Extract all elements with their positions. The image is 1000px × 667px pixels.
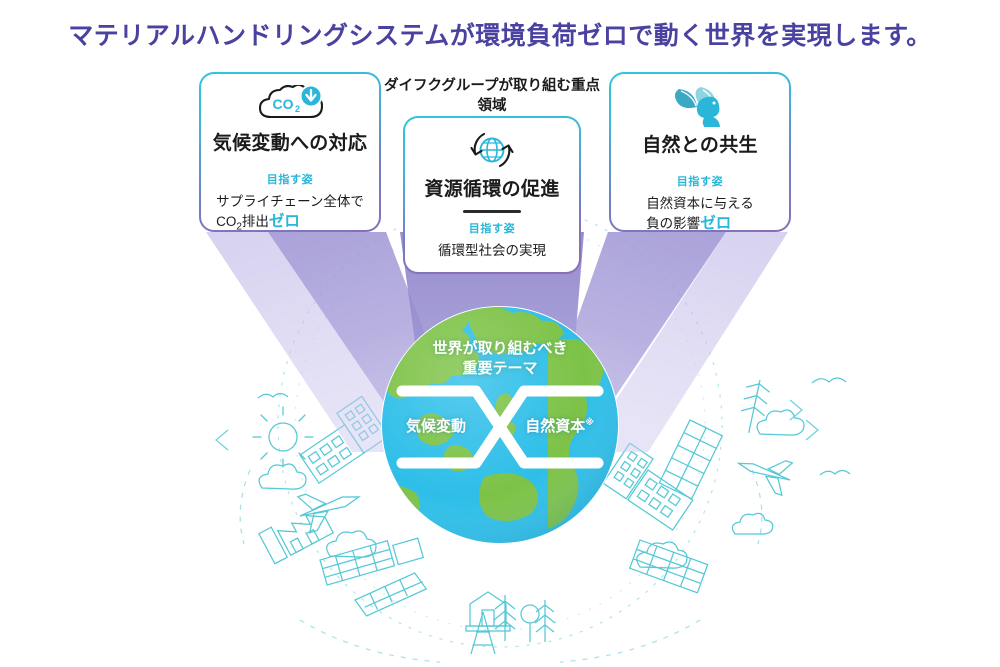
center-section-heading: ダイフクグループが取り組む重点領域 — [383, 78, 601, 115]
zero-highlight-nature: ゼロ — [700, 215, 732, 233]
card-resource-circulation[interactable]: 資源循環の促進 目指す姿 循環型社会の実現 — [403, 116, 581, 274]
card-kicker-nature: 目指す姿 — [676, 176, 724, 188]
card-body-climate: サプライチェーン全体で CO2排出ゼロ — [216, 192, 364, 235]
nature-label-mid: 負の影響 — [646, 216, 701, 232]
card-climate-change[interactable]: CO 2 気候変動への対応 目指す姿 サプライチェーン全体で CO2排出ゼロ — [199, 72, 381, 235]
card-divider — [463, 210, 521, 213]
card-body-line1-climate: サプライチェーン全体で — [216, 194, 364, 209]
card-body-nature: 自然資本に与える 負の影響ゼロ — [646, 194, 754, 235]
co2-label-prefix: CO — [216, 214, 237, 230]
svg-text:CO: CO — [273, 96, 294, 112]
page-title: マテリアルハンドリングシステムが環境負荷ゼロで動く世界を実現します。 — [68, 22, 932, 50]
card-nature-coexistence[interactable]: 自然との共生 目指す姿 自然資本に与える 負の影響ゼロ — [609, 72, 791, 232]
card-body-line1-resource: 循環型社会の実現 — [438, 242, 546, 258]
co2-cloud-down-arrow-icon: CO 2 — [257, 85, 323, 125]
card-body-line2-nature: 負の影響ゼロ — [646, 213, 754, 235]
svg-text:2: 2 — [295, 104, 300, 114]
globe-graphic: 世界が取り組むべき 重要テーマ 気候変動 自然資本※ — [380, 305, 620, 545]
globe-svg — [381, 306, 619, 544]
zero-highlight-climate: ゼロ — [268, 213, 300, 231]
co2-label-mid: 排出 — [241, 214, 269, 230]
card-kicker-climate: 目指す姿 — [266, 174, 314, 186]
co2-label-sub: 2 — [236, 221, 242, 233]
card-kicker-resource: 目指す姿 — [468, 222, 516, 235]
card-title-resource: 資源循環の促進 — [424, 179, 560, 200]
card-title-nature: 自然との共生 — [642, 135, 758, 156]
card-body-resource: 循環型社会の実現 — [438, 241, 546, 260]
card-body-line1-nature: 自然資本に与える — [646, 196, 754, 211]
card-title-climate: 気候変動への対応 — [212, 133, 368, 154]
squirrel-leaves-icon — [671, 85, 729, 127]
card-body-line2-climate: CO2排出ゼロ — [216, 211, 364, 235]
globe-recycle-arrows-icon — [466, 129, 518, 171]
